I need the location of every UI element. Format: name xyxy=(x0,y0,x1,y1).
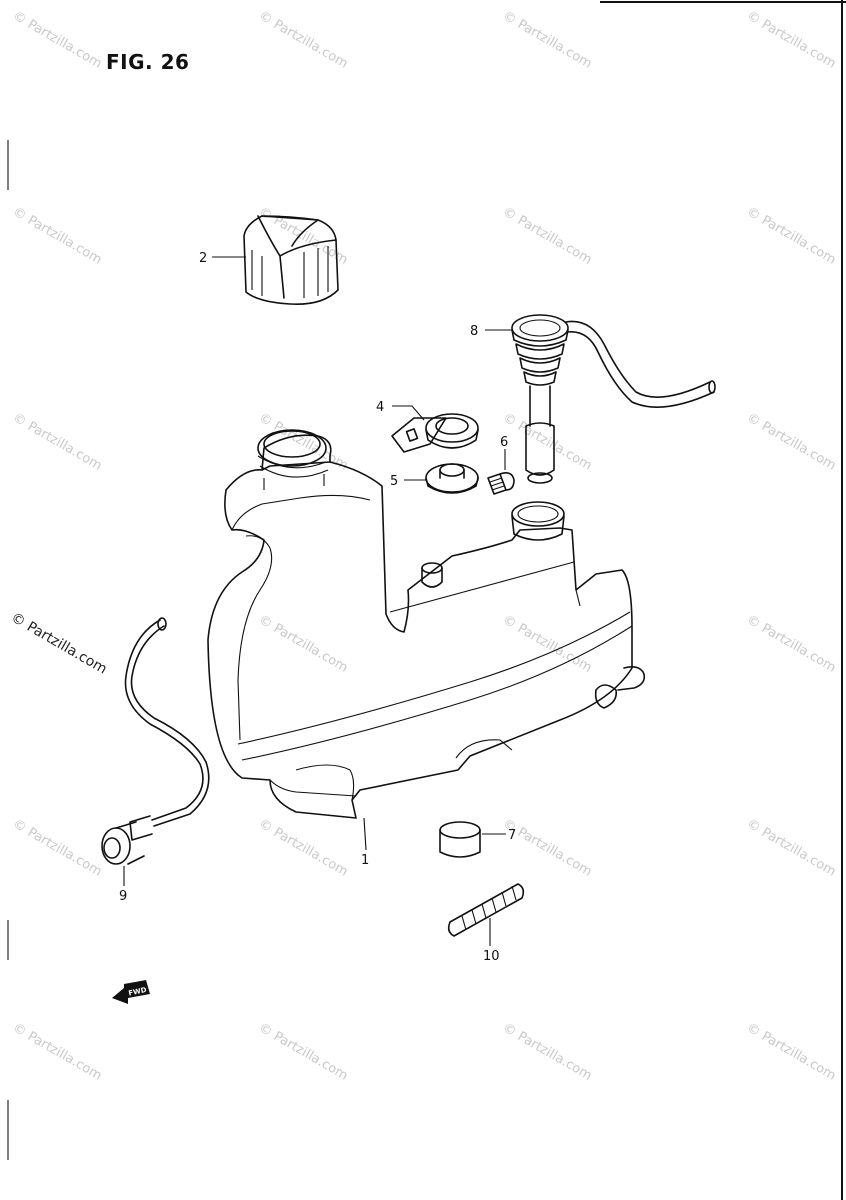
part-5-grommet xyxy=(425,463,479,494)
watermark: © Partzilla.com xyxy=(500,1020,594,1083)
watermark: © Partzilla.com xyxy=(10,204,104,267)
part-4-bracket xyxy=(391,413,479,453)
watermark: © Partzilla.com xyxy=(10,816,104,879)
watermark: © Partzilla.com xyxy=(256,8,350,71)
callout-7: 6 xyxy=(500,435,508,450)
scan-edge-marks xyxy=(7,0,846,1200)
watermark: © Partzilla.com xyxy=(10,410,104,473)
figure-title: FIG. 26 xyxy=(106,50,190,74)
part-10-clamp xyxy=(447,883,525,937)
callout-6: 7 xyxy=(508,828,516,843)
callout-4: 4 xyxy=(376,400,384,415)
watermark: © Partzilla.com xyxy=(256,1020,350,1083)
part-6-cap xyxy=(439,821,481,858)
callout-1: 1 xyxy=(361,853,369,868)
watermark: © Partzilla.com xyxy=(744,1020,838,1083)
watermark: © Partzilla.com xyxy=(744,816,838,879)
leader-line xyxy=(392,405,425,421)
watermark: © Partzilla.com xyxy=(10,1020,104,1083)
watermark: © Partzilla.com xyxy=(500,816,594,879)
front-arrow-label: FWD xyxy=(128,986,148,998)
part-7-bolt xyxy=(487,472,515,495)
watermark: © Partzilla.com xyxy=(744,612,838,675)
part-9-fuel-gauge-wire xyxy=(101,617,210,865)
part-2-fuel-cap xyxy=(243,215,339,306)
callout-10: 10 xyxy=(483,949,500,964)
watermark-layer: © Partzilla.com © Partzilla.com © Partzi… xyxy=(10,8,838,1083)
watermark: © Partzilla.com xyxy=(256,816,350,879)
callout-2: 2 xyxy=(199,251,207,266)
callout-5: 5 xyxy=(390,474,398,489)
callout-9: 9 xyxy=(119,889,127,904)
watermark: © Partzilla.com xyxy=(744,8,838,71)
watermark: © Partzilla.com xyxy=(500,8,594,71)
part-1-fuel-tank xyxy=(207,429,646,819)
watermark: © Partzilla.com xyxy=(500,204,594,267)
watermark: © Partzilla.com xyxy=(500,612,594,675)
watermark: © Partzilla.com xyxy=(744,204,838,267)
watermark: © Partzilla.com xyxy=(256,612,350,675)
watermark: © Partzilla.com xyxy=(10,8,104,71)
leader-line xyxy=(363,817,367,851)
watermark-prominent: © Partzilla.com xyxy=(8,610,110,678)
watermark: © Partzilla.com xyxy=(500,410,594,473)
part-8-filler-neck-hose xyxy=(511,314,716,484)
callout-8: 8 xyxy=(470,324,478,339)
front-direction-arrow-icon: FWD xyxy=(112,980,150,1004)
watermark: © Partzilla.com xyxy=(744,410,838,473)
